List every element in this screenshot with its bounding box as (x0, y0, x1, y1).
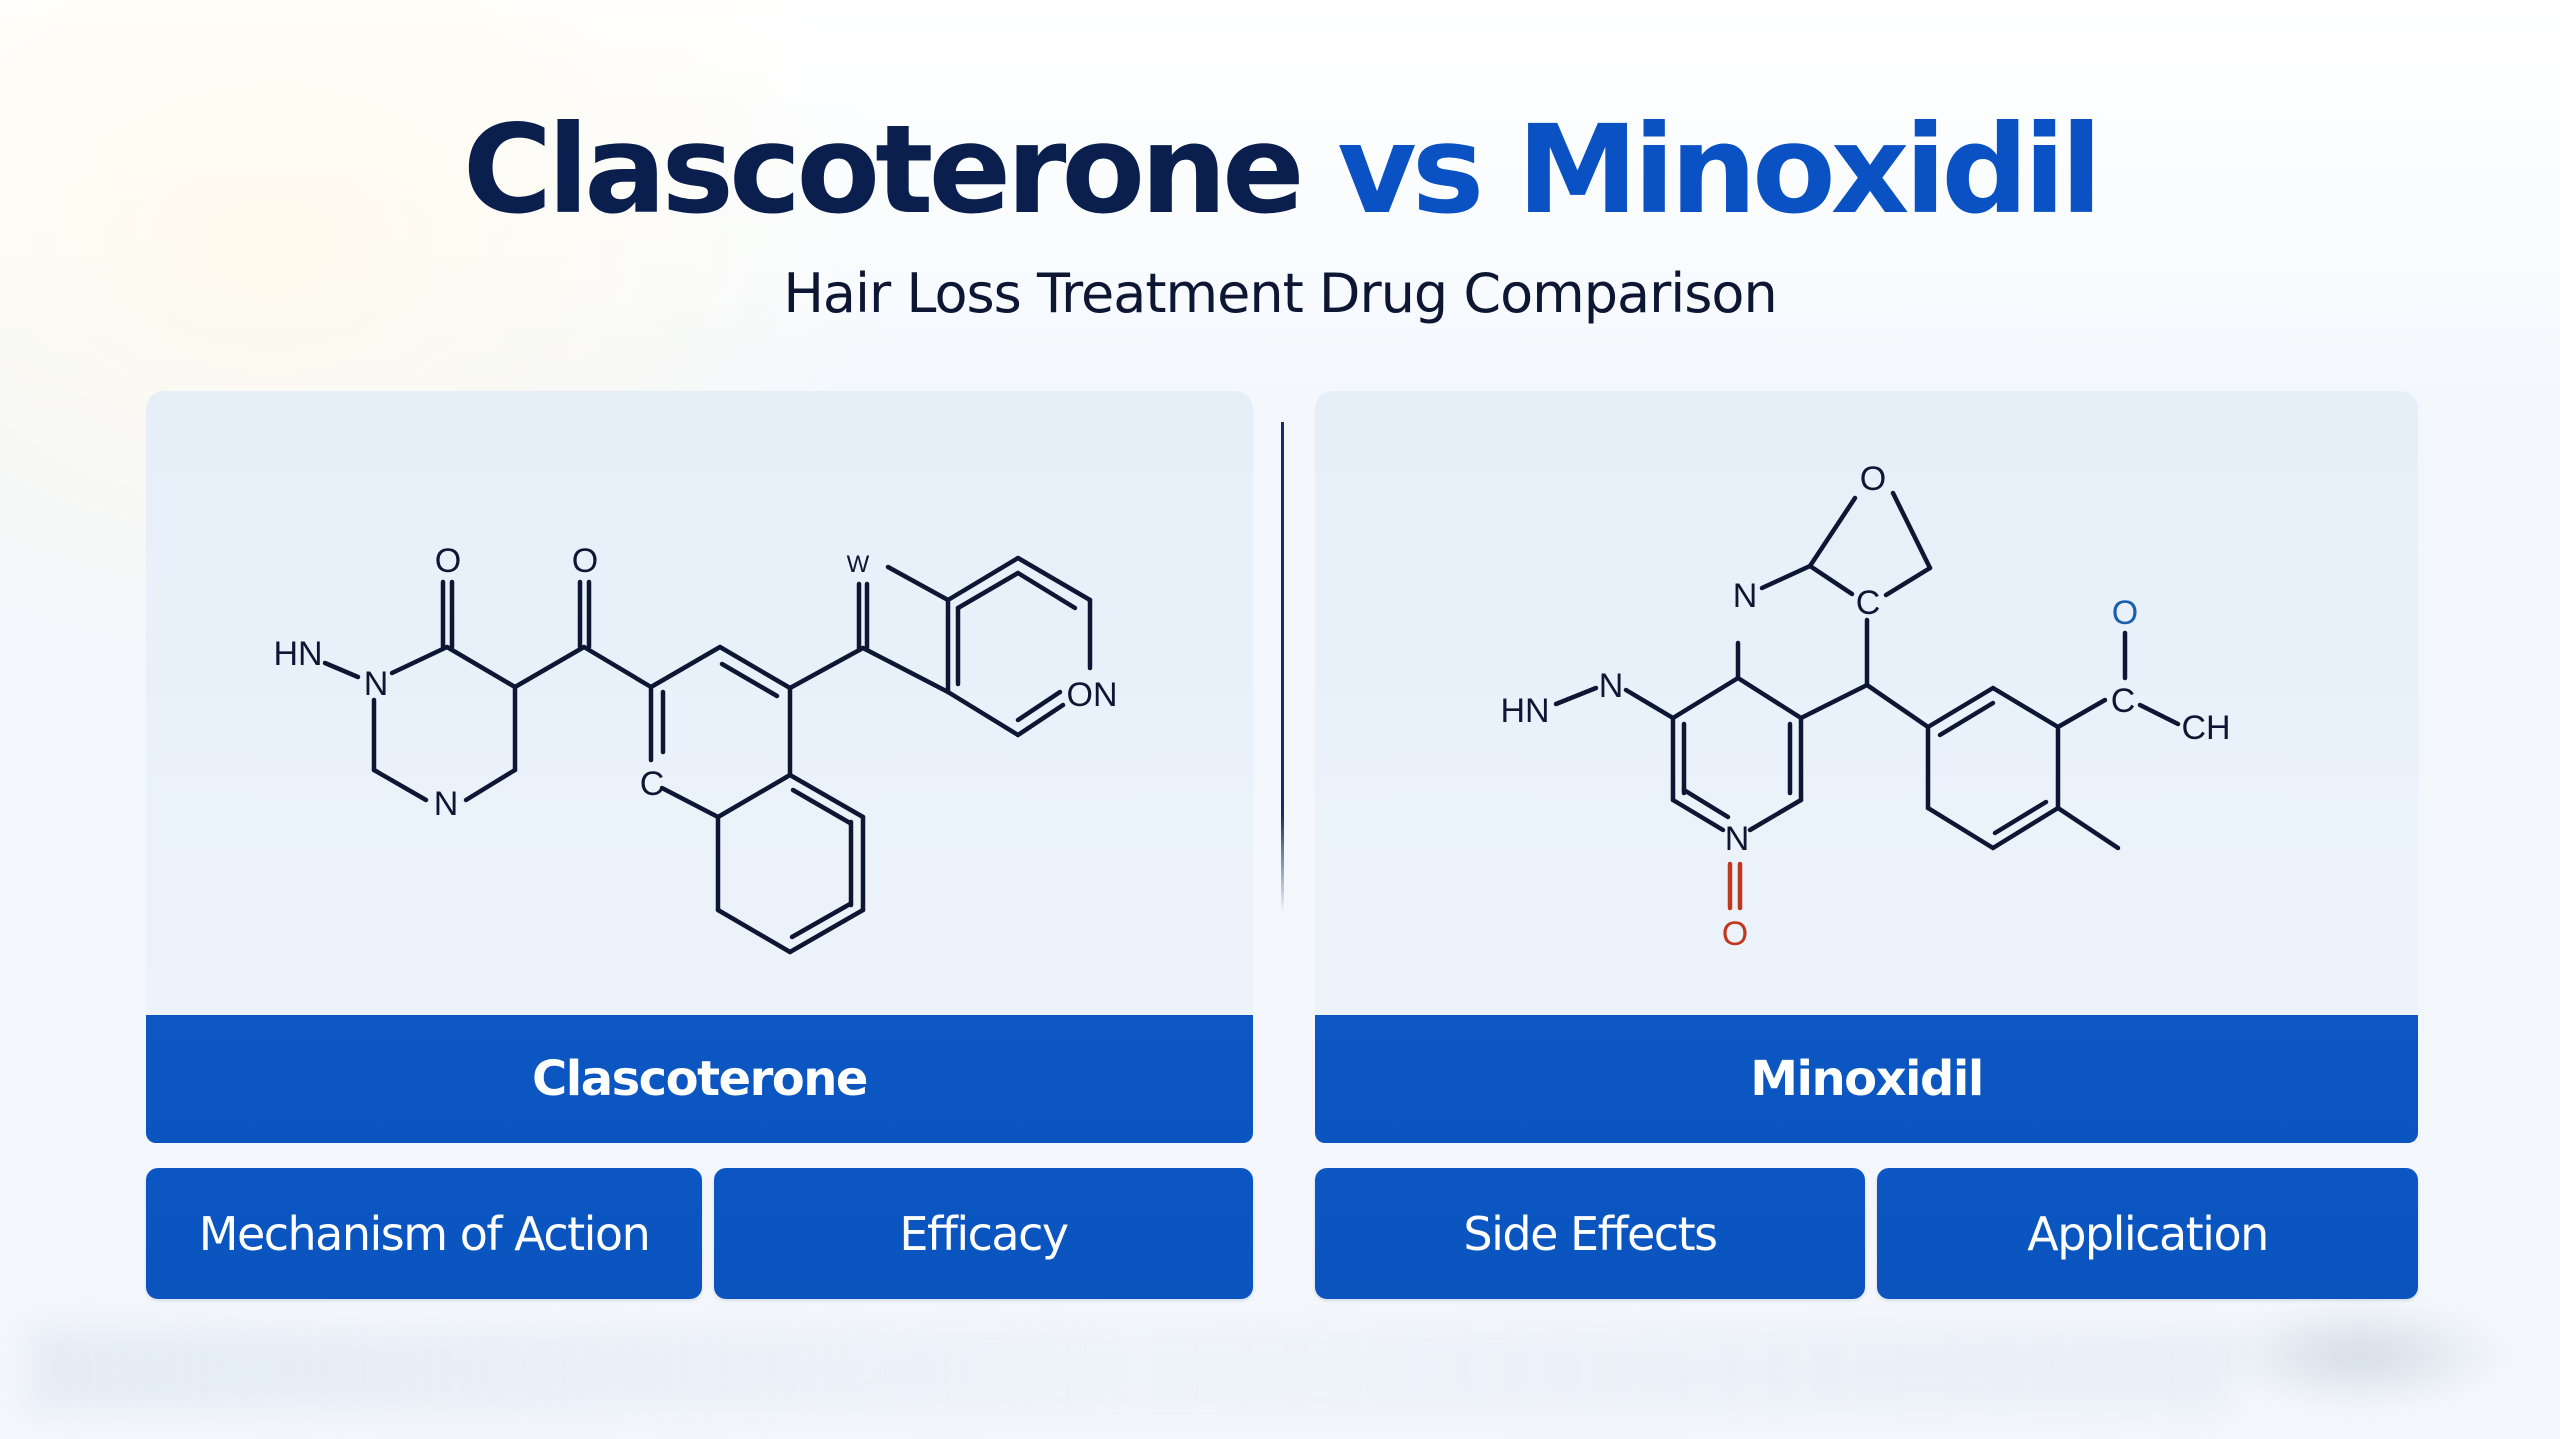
page-subtitle: Hair Loss Treatment Drug Comparison (783, 262, 1777, 325)
atom-label-c-ring: C (1856, 584, 1881, 622)
clascoterone-label-bar: Clascoterone (146, 1015, 1253, 1143)
atom-label-n1: N (1599, 667, 1624, 705)
atom-label-o2: O (572, 542, 598, 580)
page-title: Clascoterone vs Minoxidil (0, 100, 2560, 240)
atom-label-on: ON (1067, 676, 1118, 714)
background-corner-shadow (2210, 1300, 2510, 1410)
clascoterone-label: Clascoterone (532, 1051, 868, 1107)
atom-label-n2: N (434, 785, 459, 823)
minoxidil-label: Minoxidil (1750, 1051, 1984, 1107)
atom-label-o-carbonyl: O (2112, 594, 2138, 632)
atom-label-o-nitroxide: O (1722, 915, 1748, 953)
panel-divider (1281, 422, 1284, 912)
mechanism-of-action-button[interactable]: Mechanism of Action (146, 1168, 702, 1299)
efficacy-button[interactable]: Efficacy (714, 1168, 1253, 1299)
minoxidil-structure-diagram: HN N N N O C O O C CH (1500, 460, 2230, 953)
atom-label-hn: HN (1500, 692, 1549, 730)
title-vs-drug-b: vs Minoxidil (1337, 99, 2102, 241)
title-drug-a: Clascoterone (462, 99, 1305, 241)
atom-label-n1: N (364, 665, 389, 703)
side-effects-label: Side Effects (1463, 1206, 1718, 1261)
atom-label-o1: O (435, 542, 461, 580)
background-bottom-blur (30, 1330, 2230, 1410)
atom-label-w: W (847, 551, 870, 578)
mechanism-of-action-label: Mechanism of Action (198, 1206, 651, 1261)
atom-label-hn: HN (273, 635, 322, 673)
clascoterone-structure-diagram: HN N N O O C W ON (273, 542, 1118, 955)
atom-label-n-ring: N (1725, 820, 1750, 858)
atom-label-ch: CH (2181, 709, 2230, 747)
atom-label-o-ring: O (1860, 460, 1886, 498)
application-label: Application (2027, 1206, 2269, 1261)
atom-label-c: C (640, 765, 665, 803)
atom-label-n-upper: N (1733, 577, 1758, 615)
minoxidil-label-bar: Minoxidil (1315, 1015, 2418, 1143)
application-button[interactable]: Application (1877, 1168, 2418, 1299)
minoxidil-structure-panel: HN N N N O C O O C CH (1315, 391, 2418, 1015)
clascoterone-structure-panel: HN N N O O C W ON (146, 391, 1253, 1015)
atom-label-c-acyl: C (2111, 682, 2136, 720)
efficacy-label: Efficacy (899, 1206, 1069, 1261)
side-effects-button[interactable]: Side Effects (1315, 1168, 1865, 1299)
